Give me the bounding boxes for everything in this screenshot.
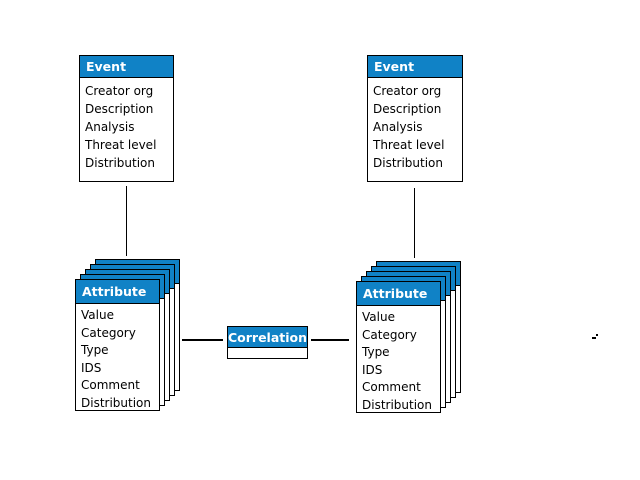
attribute-left-fields: Value Category Type IDS Comment Distribu… (76, 304, 159, 412)
field-description: Description (85, 102, 154, 116)
attribute-entity-right: Attribute Value Category Type IDS Commen… (356, 281, 441, 413)
stray-mark (592, 337, 596, 339)
connector-right-event-to-attribute (413, 188, 415, 258)
event-left-fields: Creator org Description Analysis Threat … (80, 78, 173, 172)
field-value: Value (362, 310, 395, 324)
attribute-stack-left: Attribute Value Category Type IDS Commen… (75, 259, 181, 412)
field-comment: Comment (81, 378, 140, 392)
field-distribution: Distribution (362, 397, 433, 412)
attribute-stack-right: Attribute Value Category Type IDS Commen… (356, 261, 462, 414)
correlation-title: Correlation (228, 327, 307, 348)
attribute-right-fields: Value Category Type IDS Comment Distribu… (357, 306, 440, 414)
field-category: Category (81, 325, 136, 340)
correlation-body-empty (228, 348, 307, 358)
field-description: Description (373, 102, 442, 116)
event-entity-right: Event Creator org Description Analysis T… (367, 55, 463, 182)
connector-left-event-to-attribute (125, 186, 127, 256)
field-distribution: Distribution (373, 156, 444, 170)
field-ids: IDS (81, 360, 102, 375)
field-threat-level: Threat level (373, 138, 445, 152)
event-right-fields: Creator org Description Analysis Threat … (368, 78, 462, 172)
event-left-title: Event (80, 56, 173, 78)
field-value: Value (81, 308, 114, 322)
field-creator-org: Creator org (85, 84, 154, 98)
field-creator-org: Creator org (373, 84, 442, 98)
connector-correlation-to-right-attribute (311, 339, 349, 341)
field-type: Type (362, 345, 390, 359)
field-category: Category (362, 327, 417, 342)
attribute-left-title: Attribute (76, 280, 159, 304)
event-right-title: Event (368, 56, 462, 78)
stray-mark (596, 334, 598, 336)
field-type: Type (81, 343, 109, 357)
field-comment: Comment (362, 380, 421, 394)
field-analysis: Analysis (85, 120, 135, 134)
attribute-entity-left: Attribute Value Category Type IDS Commen… (75, 279, 160, 411)
field-distribution: Distribution (81, 395, 152, 410)
event-entity-left: Event Creator org Description Analysis T… (79, 55, 174, 182)
field-threat-level: Threat level (85, 138, 157, 152)
field-ids: IDS (362, 362, 383, 377)
field-distribution: Distribution (85, 156, 156, 170)
attribute-right-title: Attribute (357, 282, 440, 306)
connector-left-attribute-to-correlation (182, 339, 223, 341)
field-analysis: Analysis (373, 120, 423, 134)
correlation-node: Correlation (227, 326, 308, 359)
